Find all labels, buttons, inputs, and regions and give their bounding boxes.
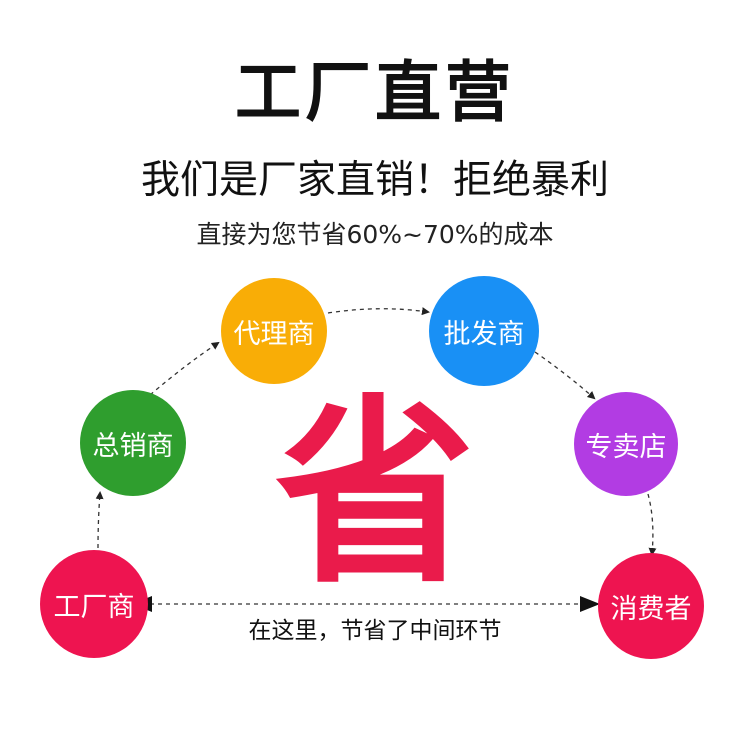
- node-agent: 代理商: [221, 278, 327, 384]
- node-factory-label: 工厂商: [53, 591, 135, 623]
- node-factory: 工厂商: [40, 550, 148, 658]
- arrow-general-to-agent: [149, 341, 220, 396]
- node-agent-label: 代理商: [233, 318, 315, 350]
- node-wholesaler: 批发商: [429, 276, 539, 386]
- node-retail-store: 专卖店: [574, 392, 678, 496]
- subheadline: 我们是厂家直销！拒绝暴利: [140, 158, 609, 203]
- node-wholesaler-label: 批发商: [443, 318, 525, 350]
- save-big-character: 省: [274, 378, 475, 611]
- node-consumer-label: 消费者: [610, 593, 692, 625]
- tagline: 直接为您节省60%~70%的成本: [196, 220, 554, 249]
- node-consumer: 消费者: [598, 553, 704, 659]
- node-general-distributor-label: 总销商: [92, 430, 174, 462]
- headline: 工厂直营: [235, 54, 515, 131]
- node-general-distributor: 总销商: [80, 390, 186, 496]
- node-retail-store-label: 专卖店: [585, 431, 667, 463]
- arrow-wholesaler-to-store: [534, 351, 596, 400]
- arrow-agent-to-wholesaler: [327, 307, 430, 316]
- arrow-factory-to-general: [95, 491, 104, 549]
- bottom-note: 在这里，节省了中间环节: [248, 618, 502, 644]
- arrow-store-to-consumer: [647, 493, 657, 556]
